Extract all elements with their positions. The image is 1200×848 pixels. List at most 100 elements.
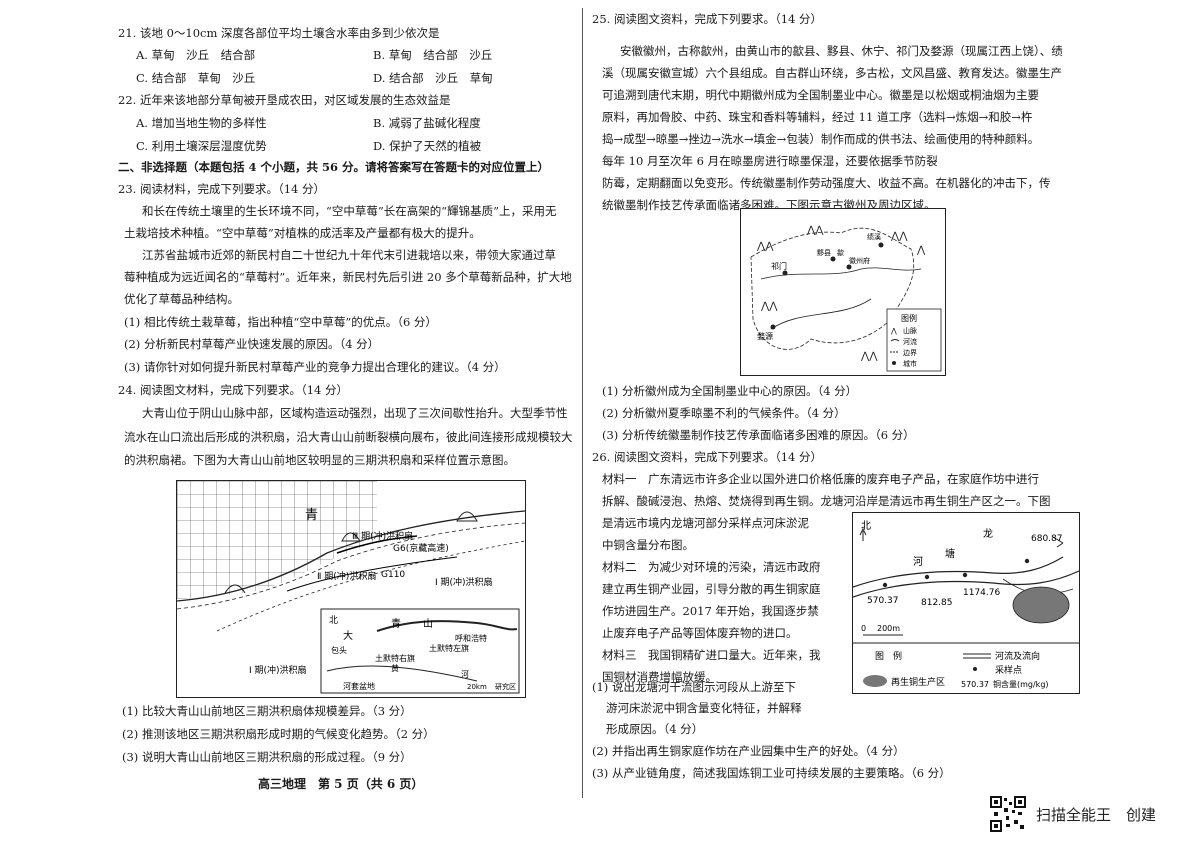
- q25-text-line: 可追溯到唐代末期，明代中期徽州成为全国制墨业中心。徽墨是以松烟或桐油烟为主要: [602, 88, 1039, 102]
- q22-option-a: A. 增加当地生物的多样性: [136, 116, 267, 130]
- recycling-zone: [1012, 586, 1070, 624]
- highway-g6: [336, 535, 418, 554]
- legend-sample-value: 570.37: [961, 680, 989, 689]
- q26-m1-line: 是清远市境内龙塘河部分采样点河床淤泥: [602, 516, 809, 530]
- map-label-she: 歙: [837, 248, 844, 257]
- mountain-symbols: ⋀⋀⋀⋀⋀⋀ ⋀⋀⋀⋀⋀: [756, 225, 926, 362]
- fan-sample: [341, 532, 361, 542]
- inset-basin: 河套盆地: [343, 681, 375, 691]
- q25-text-line: 防霉，定期翻面以免变形。传统徽墨制作劳动强度大、收益不高。在机器化的冲击下，传: [602, 176, 1051, 190]
- scanner-brand: 扫描全能王 创建: [1036, 806, 1157, 824]
- highway-g110: [286, 556, 458, 592]
- q23-text-line: 莓种植成为远近闻名的“草莓村”。近年来，新民村先后引进 20 多个草莓新品种，扩…: [124, 270, 572, 284]
- q26-m1-line: 拆解、酸碱浸泡、热熔、焚烧得到再生铜。龙塘河沿岸是清远市再生铜生产区之一。下图: [602, 494, 1051, 508]
- question-26: 26. 阅读图文资料，完成下列要求。（14 分）: [592, 450, 822, 464]
- sample-point: [962, 572, 968, 578]
- inset-huang: 黄: [391, 663, 399, 673]
- river-bank: [852, 570, 1080, 598]
- alluvial-fan-map: 青 Ⅲ 期(冲)洪积扇 G6(京藏高速) Ⅱ 期(冲)洪积扇 G110 Ⅰ 期(…: [176, 480, 526, 698]
- sample-value-3: 812.85: [921, 598, 953, 608]
- river: [760, 267, 922, 280]
- q22-option-d: D. 保护了天然的植被: [373, 139, 482, 153]
- legend-zone-icon: [863, 675, 887, 687]
- legend-river-icon: [963, 653, 991, 659]
- q21-option-a: A. 草甸 沙丘 结合部: [136, 48, 256, 62]
- inset-area: 研究区: [495, 682, 516, 691]
- map-label-fan2: Ⅱ 期(冲)洪积扇: [317, 570, 376, 582]
- inset-tumote-right: 土默特右旗: [375, 653, 415, 663]
- huizhou-map-svg: ⋀⋀⋀⋀⋀⋀ ⋀⋀⋀⋀⋀ 祁门 黟县 歙 徽州府 绩溪 婺源 图例 ⋀ 山脉: [750, 225, 942, 372]
- inset-da: 大: [343, 629, 353, 642]
- city-marker: [830, 256, 836, 262]
- inset-shan: 山: [423, 618, 433, 630]
- city-marker: [782, 270, 788, 276]
- city-marker: [878, 242, 884, 248]
- q24-text-line: 流水在山口流出后形成的洪积扇，沿大青山山前断裂横向展布，彼此间连接形成规模较大: [124, 430, 573, 444]
- sample-value-2: 1174.76: [963, 588, 1000, 598]
- inset-he: 河: [461, 669, 469, 679]
- river-map-north: 北: [861, 520, 871, 532]
- q26-m3-line: 国铜材消费增幅放缓。: [602, 670, 717, 684]
- question-21: 21. 该地 0～10cm 深度各部位平均土壤含水率由多到少依次是: [118, 26, 440, 40]
- column-divider: [582, 8, 583, 798]
- q26-ask-2: (2) 并指出再生铜家庭作坊在产业园集中生产的好处。（4 分）: [592, 744, 905, 758]
- question-23: 23. 阅读材料，完成下列要求。（14 分）: [118, 182, 325, 196]
- river: [770, 298, 872, 330]
- sample-value-4: 570.37: [867, 596, 899, 606]
- q26-ask-1b: 游河床淤泥中铜含量变化特征，并解释: [606, 701, 802, 715]
- q26-m3-line: 材料三 我国铜精矿进口量大。近年来，我: [602, 648, 821, 662]
- question-25: 25. 阅读图文资料，完成下列要求。（14 分）: [592, 12, 822, 26]
- legend-title: 图 例: [875, 650, 902, 662]
- q25-ask-3: (3) 分析传统徽墨制作技艺传承面临诸多困难的原因。（6 分）: [602, 428, 915, 442]
- q25-text-line: 捣→成型→晾墨→挫边→洗水→填金→包装）制作而成的供书法、绘画使用的特种颜料。: [602, 132, 1040, 146]
- q26-m1-line: 材料一 广东清远市许多企业以国外进口价格低廉的废弃电子产品，在家庭作坊中进行: [602, 472, 1039, 486]
- q25-ask-1: (1) 分析徽州成为全国制墨业中心的原因。（4 分）: [602, 384, 858, 398]
- q23-ask-1: (1) 相比传统土栽草莓，指出种植“空中草莓”的优点。（6 分）: [124, 315, 437, 329]
- q23-text-line: 土栽培技术种植。“空中草莓”对植株的成活率及产量都有极大的提升。: [124, 226, 481, 240]
- q25-text-line: 安徽徽州，古称歙州，由黄山市的歙县、黟县、休宁、祁门及婺源（现属江西上饶）、绩: [620, 44, 1063, 58]
- q23-ask-3: (3) 请你针对如何提升新民村草莓产业的竞争力提出合理化的建议。（4 分）: [124, 360, 506, 374]
- legend-city: 城市: [903, 359, 917, 368]
- city-marker: [770, 324, 776, 330]
- river-copper-map: 北 龙 塘 河 680.87 1174.76 812.85 570.37 0: [852, 512, 1080, 694]
- legend-title: 图例: [901, 313, 917, 323]
- inset-huhehaote: 呼和浩特: [455, 633, 487, 643]
- city-marker: [846, 264, 852, 270]
- q24-ask-3: (3) 说明大青山山前地区三期洪积扇的形成过程。（9 分）: [122, 750, 412, 764]
- svg-text:⋀⋀: ⋀⋀: [760, 301, 778, 312]
- legend-mountain: 山脉: [903, 326, 917, 335]
- river-label-long: 龙: [983, 527, 993, 540]
- inset-mountains: [376, 620, 518, 632]
- q24-text-line: 大青山位于阴山山脉中部，区域构造运动强烈，出现了三次间歇性抬升。大型季节性: [142, 406, 568, 420]
- q26-m1-line: 中铜含量分布图。: [602, 538, 694, 552]
- scale-label: 200m: [877, 624, 900, 633]
- alluvial-fan-map-svg: 青 Ⅲ 期(冲)洪积扇 G6(京藏高速) Ⅱ 期(冲)洪积扇 G110 Ⅰ 期(…: [176, 481, 526, 694]
- q21-option-d: D. 结合部 沙丘 草甸: [373, 71, 493, 85]
- svg-text:⋀: ⋀: [916, 245, 926, 256]
- q26-m2-line: 材料二 为减少对环境的污染，清远市政府: [602, 560, 821, 574]
- q25-text-line: 原料，再加骨胶、中药、珠宝和香料等辅料，经过 11 道工序（选料→炼烟→和胶→杵: [602, 110, 1033, 124]
- legend-boundary: 边界: [903, 348, 917, 357]
- map-label-huizhou: 徽州府: [849, 256, 870, 265]
- q23-text-line: 和长在传统土壤里的生长环境不同，“空中草莓”长在高架的“輝锦基质”上，采用无: [142, 204, 557, 218]
- svg-text:⋀⋀: ⋀⋀: [860, 351, 878, 362]
- map-label-wuyuan: 婺源: [757, 331, 773, 341]
- mountain-front-line: [176, 510, 526, 602]
- q26-m2-line: 止废弃电子产品等固体废弃物的进口。: [602, 626, 798, 640]
- q25-ask-2: (2) 分析徽州夏季晾墨不利的气候条件。（4 分）: [602, 406, 846, 420]
- legend-sample-unit: 铜含量(mg/kg): [993, 679, 1049, 689]
- question-24: 24. 阅读图文材料，完成下列要求。（14 分）: [118, 383, 348, 397]
- legend-mountain-icon: ⋀: [890, 327, 897, 335]
- page-footer: 高三地理 第 5 页（共 6 页）: [258, 777, 424, 791]
- map-label-qimen: 祁门: [771, 261, 787, 271]
- q23-text-line: 江苏省盐城市近郊的新民村自二十世纪九十年代末引进栽培以来，带领大家通过草: [142, 248, 556, 262]
- inset-scale: 20km: [467, 683, 487, 691]
- legend-zone: 再生铜生产区: [891, 676, 945, 688]
- map-label-yi: 黟县: [817, 248, 831, 257]
- q25-text-line: 每年 10 月至次年 6 月在晾墨房进行晾墨保湿，还要依据季节防裂: [602, 154, 938, 168]
- inset-baotou: 包头: [331, 645, 347, 655]
- q26-ask-3: (3) 从产业链角度，简述我国炼铜工业可持续发展的主要策略。（6 分）: [592, 766, 951, 780]
- fan-sample: [456, 511, 478, 522]
- inset-north: 北: [329, 615, 338, 626]
- sample-point: [924, 574, 930, 580]
